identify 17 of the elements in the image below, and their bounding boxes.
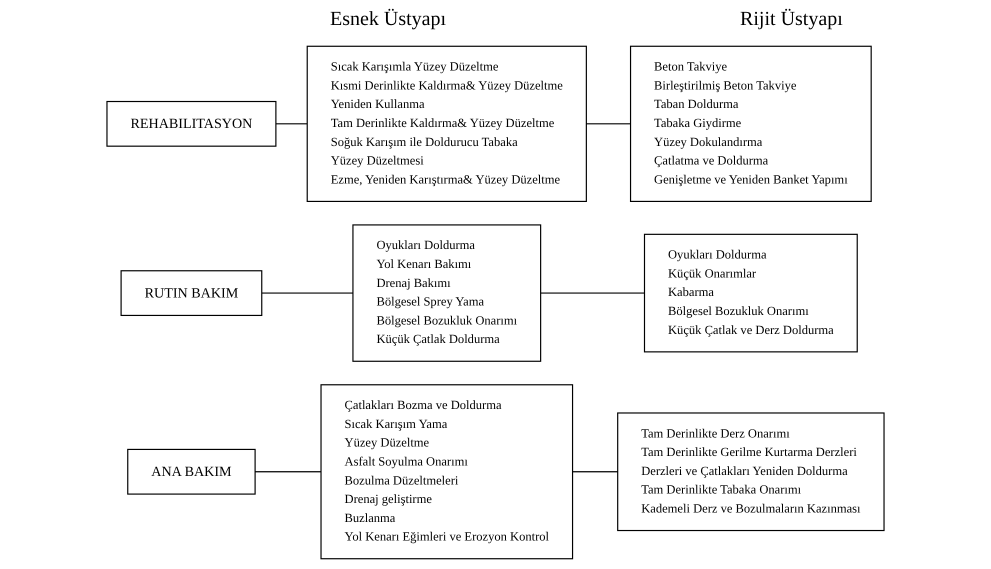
node-box: Beton Takviye Birleştirilmiş Beton Takviye Taban Doldurma Tabaka Giydirme Yüzey Dokulandırma Çatlatma ve Doldurma Genişletme ve Yeniden Banket Yapımı [630, 46, 872, 202]
node-box: Tam Derinlikte Derz Onarımı Tam Derinlikte Gerilme Kurtarma Derzleri Derzleri ve Çatlakları Yeniden Doldurma Tam Derinlikte Tabaka Onarımı Kademeli Derz ve Bozulmaların Kazınması [617, 412, 885, 532]
connector [586, 123, 631, 124]
node-box: Çatlakları Bozma ve Doldurma Sıcak Karışım Yama Yüzey Düzeltme Asfalt Soyulma Onarımı Bozulma Düzeltmeleri Drenaj geliştirme Buzlanma Yol Kenarı Eğimleri ve Erozyon Kontrol [320, 384, 574, 560]
column-heading: Esnek Üstyapı [330, 8, 446, 31]
node-box: Oyukları Doldurma Yol Kenarı Bakımı Drenaj Bakımı Bölgesel Sprey Yama Bölgesel Bozukluk Onarımı Küçük Çatlak Doldurma [352, 224, 542, 362]
node-box: ANA BAKIM [127, 448, 256, 495]
connector [540, 292, 644, 294]
node-box: RUTIN BAKIM [120, 270, 262, 316]
connector [255, 471, 322, 472]
column-heading: Rijit Üstyapı [740, 8, 843, 31]
connector [276, 123, 308, 124]
node-box: Oyukları Doldurma Küçük Onarımlar Kabarma Bölgesel Bozukluk Onarımı Küçük Çatlak ve Derz Doldurma [644, 234, 858, 352]
node-box: REHABILITASYON [106, 100, 276, 147]
node-box: Sıcak Karışımla Yüzey Düzeltme Kısmi Derinlikte Kaldırma& Yüzey Düzeltme Yeniden Kullanma Tam Derinlikte Kaldırma& Yüzey Düzeltme Soğuk Karışım ile Doldurucu Tabaka Yüzey Düzeltmesi Ezme, Yeniden Karıştırma& Yüzey Düzeltme [306, 46, 587, 202]
connector [572, 471, 618, 472]
connector [262, 292, 353, 294]
